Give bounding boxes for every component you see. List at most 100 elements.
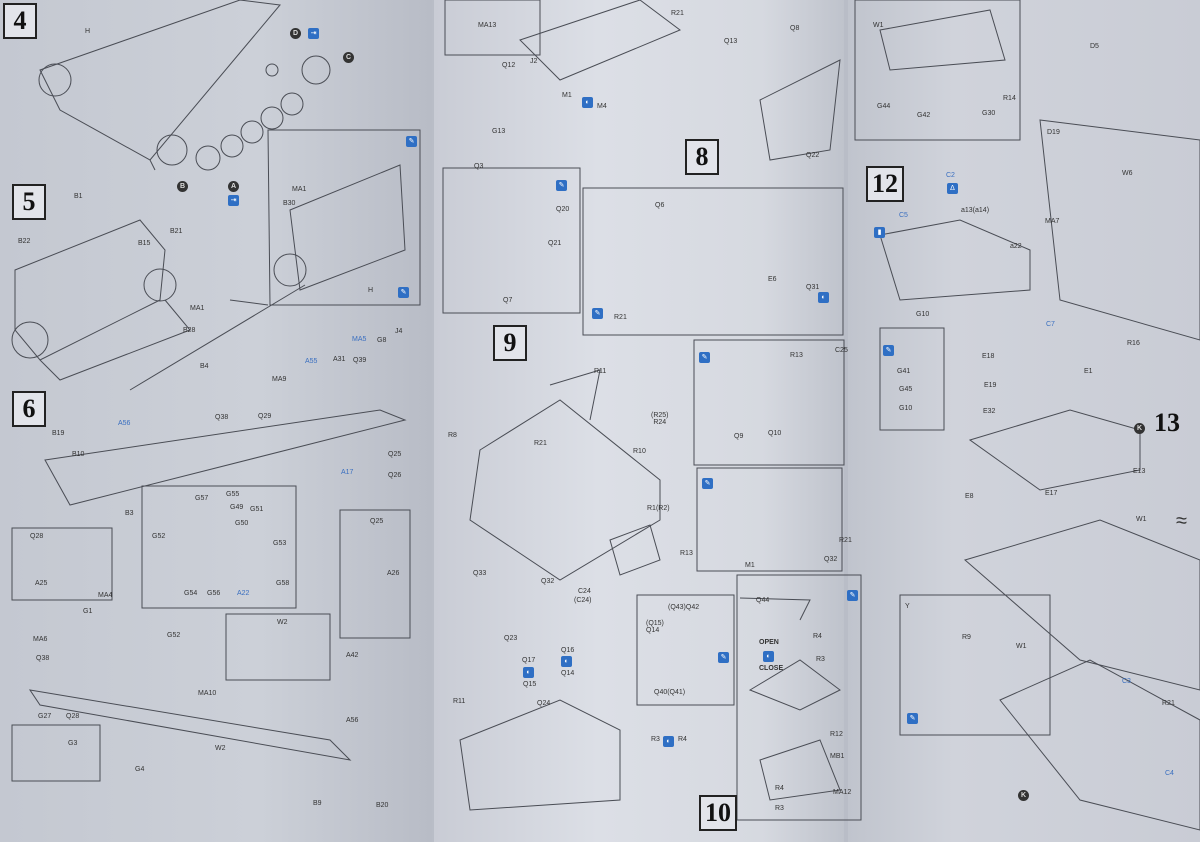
part-label: Q33 <box>473 570 487 577</box>
part-label: A56 <box>118 420 131 427</box>
part-label: Q23 <box>504 635 518 642</box>
part-label: Y <box>905 603 910 610</box>
step-number-4: 4 <box>3 3 37 39</box>
part-label: B10 <box>72 451 85 458</box>
part-label: G13 <box>492 128 506 135</box>
part-label: MA13 <box>478 22 497 29</box>
part-label: Q25 <box>388 451 402 458</box>
part-label: C24 <box>578 588 591 595</box>
part-label: MA6 <box>33 636 48 643</box>
part-label: G41 <box>897 368 911 375</box>
part-label: E17 <box>1045 490 1058 497</box>
part-label: R21 <box>839 537 852 544</box>
part-label: W1 <box>1016 643 1027 650</box>
part-label: R3 <box>651 736 660 743</box>
part-label: MA5 <box>352 336 367 343</box>
part-label: MA7 <box>1045 218 1060 225</box>
part-label: R12 <box>830 731 843 738</box>
step-number-13: 13 <box>1154 408 1180 437</box>
part-label: D19 <box>1047 129 1060 136</box>
part-label: G57 <box>195 495 209 502</box>
part-label: E13 <box>1133 468 1146 475</box>
part-label: Q39 <box>353 357 367 364</box>
part-label: G8 <box>377 337 387 344</box>
part-label: J4 <box>395 328 403 335</box>
part-label: A17 <box>341 469 354 476</box>
part-label: G45 <box>899 386 913 393</box>
part-label: E6 <box>768 276 777 283</box>
part-label: G3 <box>68 740 78 747</box>
open-label: OPEN <box>759 639 779 646</box>
part-label: a13(a14) <box>961 207 990 214</box>
glue-icon: ✎ <box>592 308 603 319</box>
part-label: Q12 <box>502 62 516 69</box>
part-label: W1 <box>1136 516 1147 523</box>
part-label: Q13 <box>724 38 738 45</box>
part-label: W1 <box>873 22 884 29</box>
part-label: R1(R2) <box>647 505 670 512</box>
part-label: a22 <box>1010 243 1022 250</box>
part-label: G55 <box>226 491 240 498</box>
instruction-symbol-icon: ⇥ <box>308 28 319 39</box>
rotate-icon: ◐ <box>763 651 774 662</box>
glue-icon: ✎ <box>847 590 858 601</box>
part-label: MA9 <box>272 376 287 383</box>
glue-icon: ✎ <box>398 287 409 298</box>
part-label: (C24) <box>574 597 592 604</box>
part-label: Q24 <box>537 700 551 707</box>
part-label: G58 <box>276 580 290 587</box>
part-label: Q21 <box>548 240 562 247</box>
part-label: R21 <box>614 314 627 321</box>
glue-icon: ✎ <box>556 180 567 191</box>
part-label: G10 <box>916 311 930 318</box>
part-label: MA1 <box>190 305 205 312</box>
part-label: B28 <box>183 327 196 334</box>
part-label: R21 <box>534 440 547 447</box>
part-label: B30 <box>283 200 296 207</box>
part-label: A31 <box>333 356 346 363</box>
part-label: R11 <box>594 368 607 375</box>
part-label: B4 <box>200 363 209 370</box>
part-label: MA12 <box>833 789 852 796</box>
part-label: B15 <box>138 240 151 247</box>
part-label: Q32 <box>541 578 555 585</box>
part-label: W2 <box>277 619 288 626</box>
part-label: Q20 <box>556 206 570 213</box>
part-label: E18 <box>982 353 995 360</box>
part-label: G52 <box>152 533 166 540</box>
part-label: MA10 <box>198 690 217 697</box>
part-marker-k: K <box>1134 423 1145 434</box>
break-mark-icon: ≈ <box>1176 510 1187 532</box>
part-label: Q10 <box>768 430 782 437</box>
part-label: Q16 <box>561 647 575 654</box>
part-label: B22 <box>18 238 31 245</box>
part-label: Q6 <box>655 202 665 209</box>
part-label: A22 <box>237 590 250 597</box>
glue-icon: ✎ <box>702 478 713 489</box>
part-label: Q25 <box>370 518 384 525</box>
step-number-5: 5 <box>12 184 46 220</box>
part-label: G53 <box>273 540 287 547</box>
part-label: A26 <box>387 570 400 577</box>
part-label: H <box>368 287 374 294</box>
step-number-9: 9 <box>493 325 527 361</box>
glue-icon: ✎ <box>883 345 894 356</box>
part-label: E1 <box>1084 368 1093 375</box>
part-label: G1 <box>83 608 93 615</box>
glue-icon: ✎ <box>699 352 710 363</box>
part-label: G52 <box>167 632 181 639</box>
part-label: J2 <box>530 58 538 65</box>
part-label: H <box>85 28 91 35</box>
part-marker-b: B <box>177 181 188 192</box>
close-label: CLOSE <box>759 665 784 672</box>
part-label: M1 <box>745 562 755 569</box>
part-label: G42 <box>917 112 931 119</box>
part-label: R4 <box>678 736 687 743</box>
part-label: C25 <box>835 347 848 354</box>
part-label: G30 <box>982 110 996 117</box>
part-label: W2 <box>215 745 226 752</box>
part-label: Q31 <box>806 284 820 291</box>
part-label: E32 <box>983 408 996 415</box>
part-label: W6 <box>1122 170 1133 177</box>
part-label: C2 <box>946 172 955 179</box>
